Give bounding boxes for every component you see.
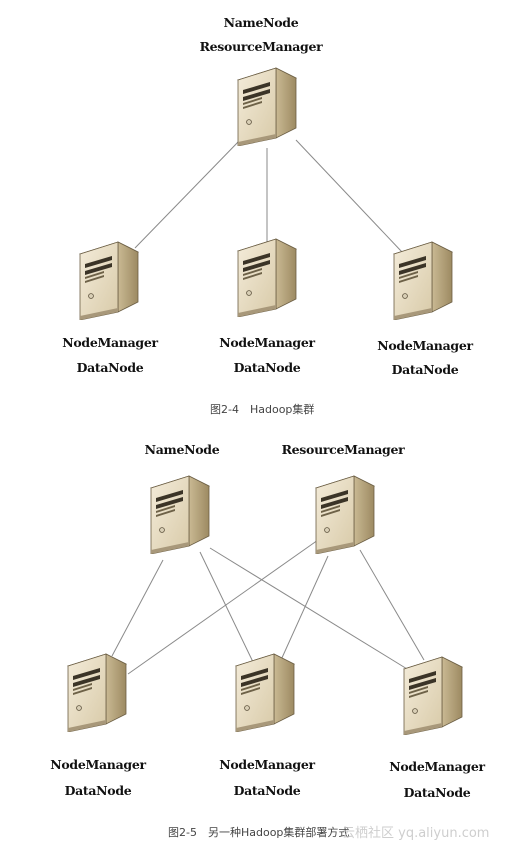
server-icon-resourcemanager (310, 474, 380, 554)
link-resourcemanager-to-worker-1 (127, 539, 319, 675)
server-icon-worker-2b (230, 652, 300, 732)
server-icon-worker-3b (398, 655, 468, 735)
worker-3-label-nodemanager: NodeManager (377, 338, 473, 353)
server-icon-worker-2 (232, 237, 302, 317)
worker-2b-label-datanode: DataNode (233, 783, 301, 798)
master-right-label-resourcemanager: ResourceManager (281, 442, 405, 457)
worker-3b-label-datanode: DataNode (403, 785, 471, 800)
worker-2-label-datanode: DataNode (233, 360, 301, 375)
link-resourcemanager-to-worker-3 (359, 549, 425, 661)
figure-1-caption: 图2-4 Hadoop集群 (210, 403, 315, 416)
worker-1b-label-nodemanager: NodeManager (50, 757, 146, 772)
watermark-text: 云栖社区 yq.aliyun.com (342, 826, 490, 841)
worker-2-label-nodemanager: NodeManager (219, 335, 315, 350)
worker-3b-label-nodemanager: NodeManager (389, 759, 485, 774)
server-icon-worker-1b (62, 652, 132, 732)
server-icon-worker-1 (74, 240, 144, 320)
master-label-resourcemanager: ResourceManager (199, 39, 323, 54)
link-master-to-worker-1 (134, 139, 241, 249)
server-icon-namenode (145, 474, 215, 554)
worker-1b-label-datanode: DataNode (64, 783, 132, 798)
link-namenode-to-worker-3 (209, 547, 413, 673)
figure-2-caption: 图2-5 另一种Hadoop集群部署方式 (168, 826, 350, 839)
worker-2b-label-nodemanager: NodeManager (219, 757, 315, 772)
link-namenode-to-worker-1 (111, 559, 164, 657)
worker-1-label-datanode: DataNode (76, 360, 144, 375)
master-left-label-namenode: NameNode (144, 442, 220, 457)
worker-3-label-datanode: DataNode (391, 362, 459, 377)
link-resourcemanager-to-worker-2 (280, 555, 329, 661)
server-icon-worker-3 (388, 240, 458, 320)
link-namenode-to-worker-2 (199, 551, 254, 663)
server-icon-master (232, 66, 302, 146)
link-master-to-worker-3 (295, 139, 403, 253)
master-label-namenode: NameNode (223, 15, 299, 30)
worker-1-label-nodemanager: NodeManager (62, 335, 158, 350)
